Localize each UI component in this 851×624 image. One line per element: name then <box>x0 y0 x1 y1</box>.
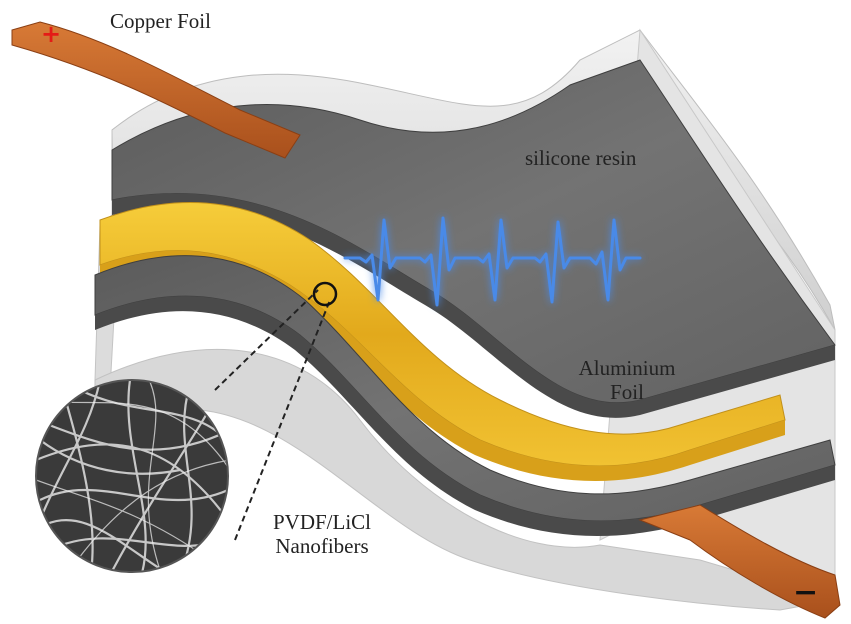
silicone-shell-bottom <box>94 348 836 611</box>
aluminium-label-line1: Aluminium <box>578 356 676 380</box>
voltage-signal-icon <box>343 216 642 307</box>
negative-terminal-icon: − <box>793 575 819 610</box>
aluminium-label-line2: Foil <box>610 380 644 405</box>
aluminium-foil-bottom-edge <box>95 296 835 537</box>
silicone-resin-label: silicone resin <box>525 146 637 170</box>
zoom-circle-icon <box>312 281 338 307</box>
aluminium-foil-label: Aluminium Foil <box>562 356 692 404</box>
copper-foil-label: Copper Foil <box>110 9 211 33</box>
nanofiber-layer-edge <box>100 250 785 482</box>
pvdf-nanofiber-label: PVDF/LiCl Nanofibers <box>247 510 397 558</box>
zoom-line-bottom <box>234 299 331 541</box>
positive-terminal-icon: + <box>41 20 62 48</box>
copper-foil-bottom <box>638 504 841 619</box>
zoom-line-top <box>214 289 319 391</box>
pvdf-label-line1: PVDF/LiCl <box>272 510 372 534</box>
sem-micrograph-border <box>35 379 229 573</box>
copper-foil-top <box>11 21 301 159</box>
pvdf-label-line2: Nanofibers <box>275 534 369 559</box>
nanofiber-layer <box>99 202 786 467</box>
sem-micrograph-icon <box>36 380 228 572</box>
